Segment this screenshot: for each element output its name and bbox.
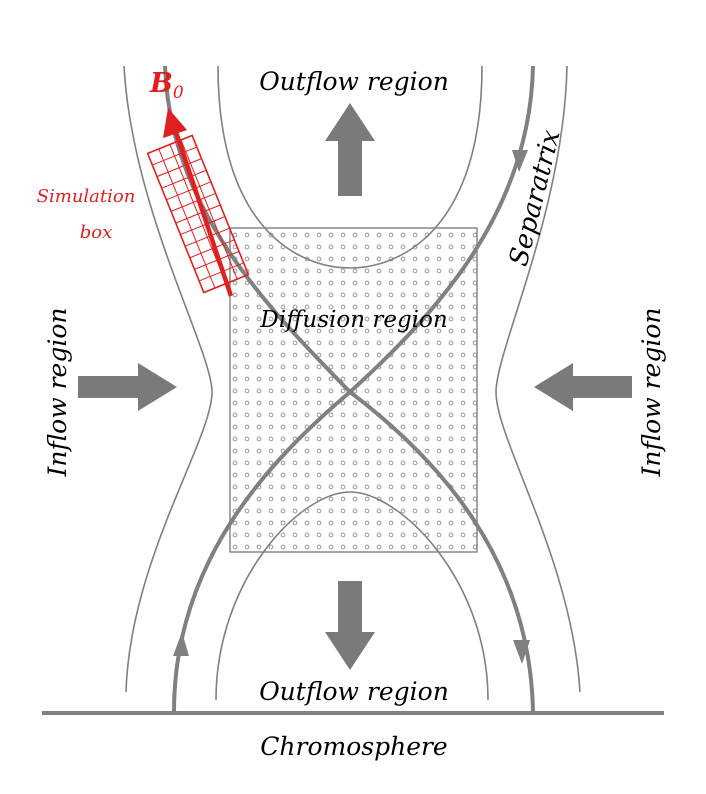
simulation-box-label-line2: box (80, 222, 113, 243)
field-line-outer-left (123, 65, 213, 693)
chromosphere-label: Chromosphere (260, 732, 447, 761)
field-line-bottom-arch (215, 491, 489, 701)
b0-vector-arrowhead (163, 108, 187, 138)
b0-label: B0 (149, 68, 184, 103)
outflow-top-label: Outflow region (259, 67, 449, 96)
separatrix-upper-right (348, 65, 535, 394)
separatrix-arrowhead-lower-right (513, 640, 530, 664)
diffusion-region-label: Diffusion region (259, 307, 447, 333)
simulation-box (146, 134, 250, 294)
inflow-right-label: Inflow region (637, 308, 666, 478)
simulation-box-label-line1: Simulation (37, 186, 136, 207)
field-line-outer-right (495, 65, 581, 693)
b0-subscript: 0 (173, 83, 184, 103)
outflow-arrow-up (325, 103, 375, 196)
inflow-arrow-left-side (78, 363, 177, 411)
b0-symbol: B (149, 68, 173, 99)
separatrix-arrowhead-lower-left (173, 632, 189, 656)
separatrix-label: Separatrix (504, 127, 567, 270)
separatrix-lower-right (348, 390, 535, 713)
outflow-arrow-down (325, 581, 375, 670)
field-line-top-arch (217, 65, 483, 269)
outflow-bottom-label: Outflow region (259, 677, 449, 706)
b0-vector-shaft (173, 131, 234, 297)
separatrix-arrowhead-upper-right (512, 150, 528, 172)
inflow-left-label: Inflow region (43, 308, 72, 478)
inflow-arrow-right-side (534, 363, 632, 411)
